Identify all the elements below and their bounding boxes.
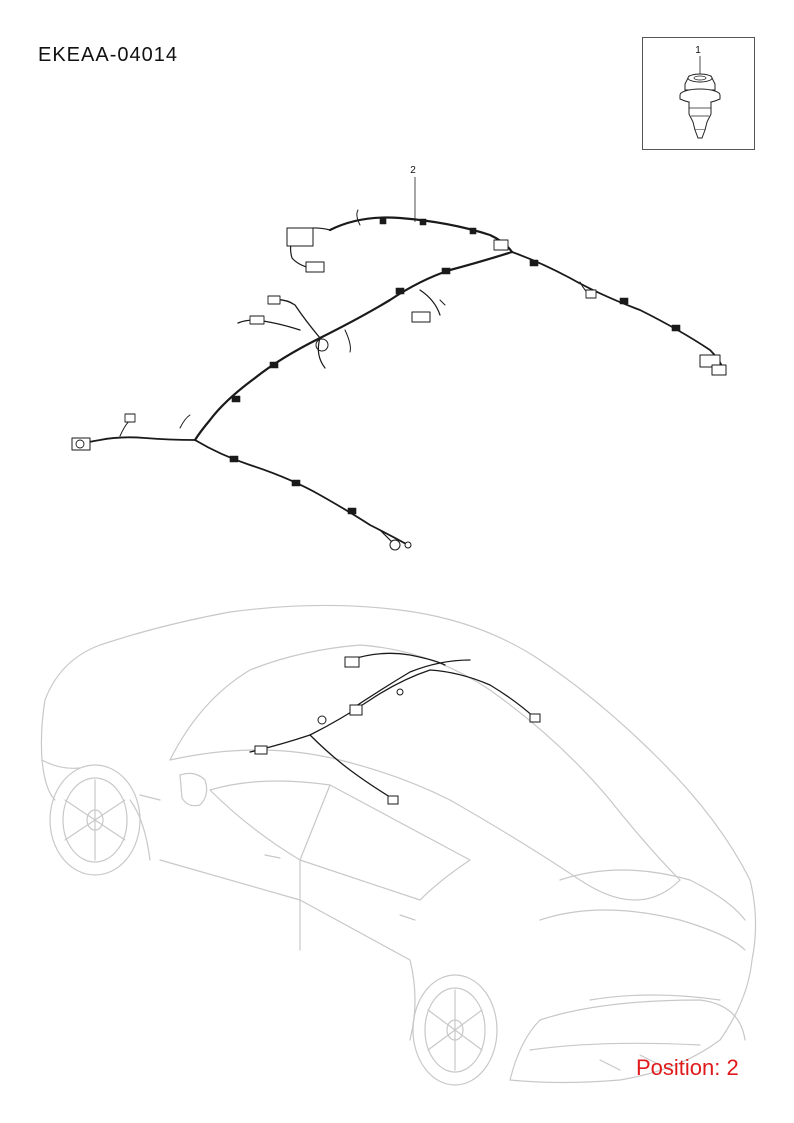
document-code: EKEAA-04014 [38,44,178,66]
callout-number-1: 1 [695,45,701,56]
position-label: Position: 2 [636,1055,739,1080]
roof-harness-on-vehicle-icon [249,652,541,805]
callout-number-2: 2 [410,165,416,176]
part-1-inset[interactable]: 1 [642,37,755,150]
roof-wiring-harness-icon[interactable] [71,209,727,551]
flange-bolt-icon: 1 [679,45,721,139]
vehicle-outline-icon [40,604,757,1086]
